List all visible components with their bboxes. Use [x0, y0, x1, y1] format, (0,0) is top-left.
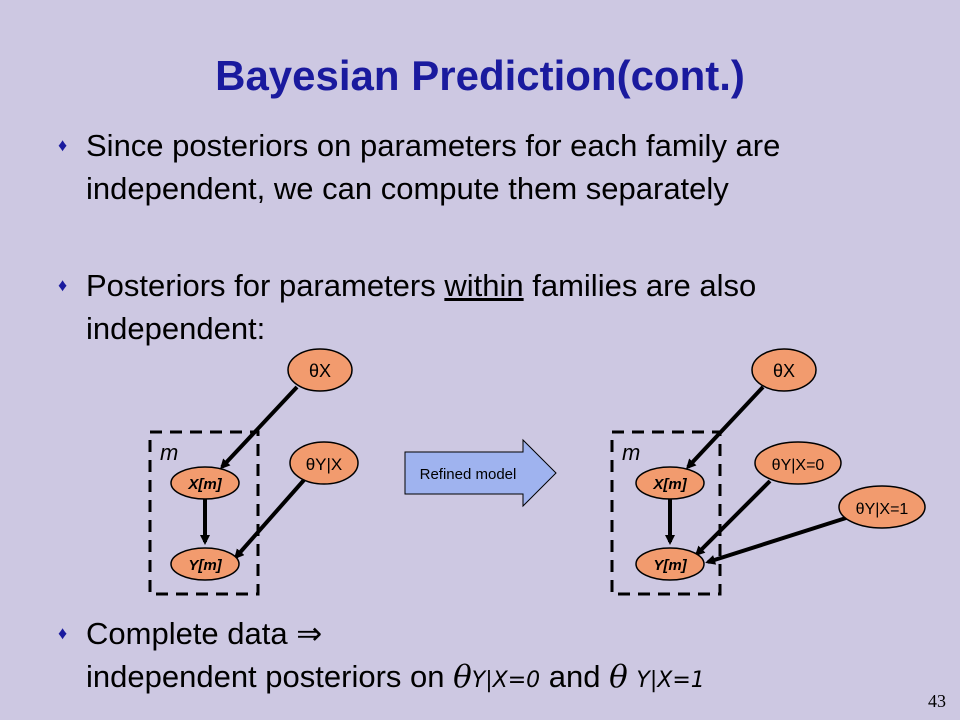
node-ym-right [635, 547, 705, 581]
left-plate-label: m [160, 440, 178, 465]
node-xm-right [635, 466, 705, 500]
refined-model-label: Refined model [420, 466, 517, 483]
node-theta-yx0-right [754, 441, 842, 485]
node-theta-yx-left-label: θY|X [306, 455, 343, 474]
node-ym-left-label: Y[m] [188, 557, 222, 574]
bullet-2-text: Posteriors for parameters within familie… [86, 268, 757, 346]
edge-thetax-xm-right [685, 385, 765, 470]
implies-symbol: ⇒ [296, 616, 323, 651]
left-plate [148, 430, 260, 596]
node-theta-yx1-right [838, 485, 926, 529]
node-theta-x-left [287, 348, 353, 392]
node-theta-yx-left [289, 441, 359, 485]
node-theta-yx1-right-label: θY|X=1 [856, 501, 909, 518]
underlined-word: within [444, 268, 524, 303]
edge-thetayx-ym-left [234, 478, 306, 560]
diamond-bullet-icon: ♦ [58, 135, 68, 155]
node-ym-left [170, 547, 240, 581]
refined-model-arrow [404, 438, 557, 508]
diamond-bullet-icon: ♦ [58, 623, 68, 643]
node-xm-left [170, 466, 240, 500]
node-xm-left-label: X[m] [187, 476, 222, 493]
right-plate [610, 430, 722, 596]
bullet-1-text: Since posteriors on parameters for each … [86, 128, 781, 206]
node-xm-right-label: X[m] [652, 476, 687, 493]
edge-thetax-xm-left [219, 385, 299, 470]
diamond-bullet-icon: ♦ [58, 275, 68, 295]
bullet-3-text: Complete data ⇒ independent posteriors o… [86, 616, 705, 695]
right-plate-label: m [622, 440, 640, 465]
slide-title: Bayesian Prediction(cont.) [215, 52, 745, 99]
node-theta-x-left-label: θX [309, 361, 331, 381]
node-theta-yx0-right-label: θY|X=0 [772, 457, 825, 474]
node-ym-right-label: Y[m] [653, 557, 687, 574]
page-number: 43 [928, 691, 946, 711]
edge-thetayx0-ym-right [694, 479, 772, 557]
node-theta-x-right-label: θX [773, 361, 795, 381]
edge-thetayx1-ym-right [705, 516, 847, 565]
node-theta-x-right [751, 348, 817, 392]
